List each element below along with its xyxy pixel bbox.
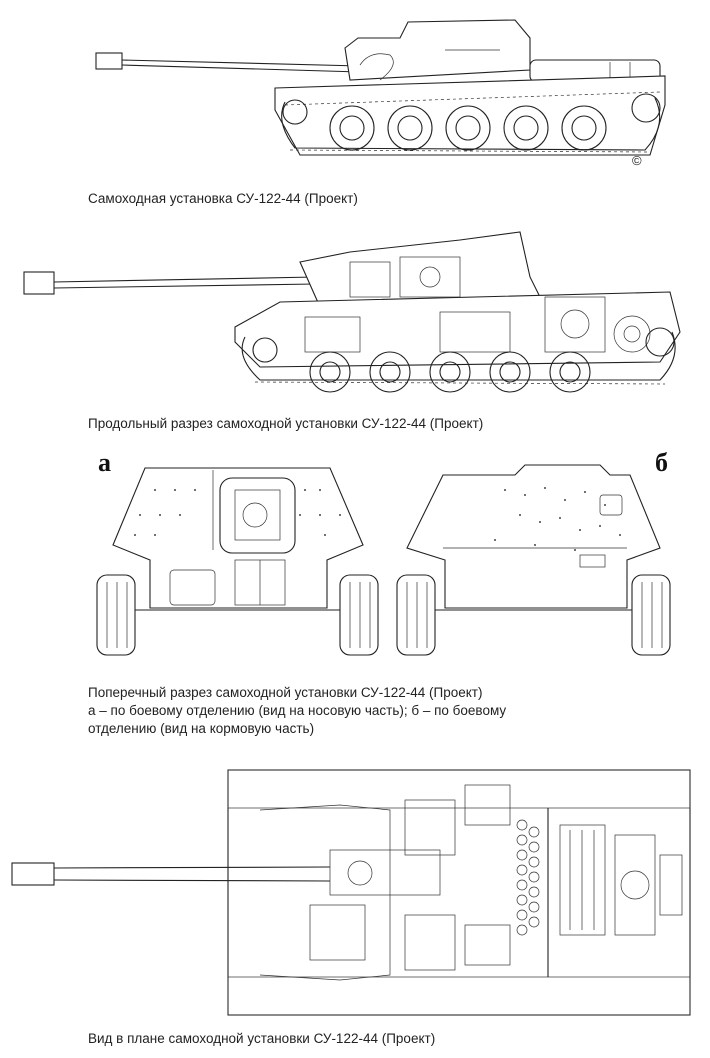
- side-view-drawing: [90, 10, 680, 185]
- longitudinal-section-caption: Продольный разрез самоходной установки С…: [88, 416, 484, 431]
- side-view-caption: Самоходная установка СУ-122-44 (Проект): [88, 191, 358, 206]
- cross-section-caption-line-2: а – по боевому отделению (вид на носовую…: [88, 703, 507, 718]
- label-a: а: [98, 448, 111, 477]
- artist-mark: ©: [632, 153, 642, 168]
- cross-section-caption-line-1: Поперечный разрез самоходной установки С…: [88, 685, 483, 700]
- cross-section-a-drawing: [95, 460, 385, 660]
- plan-view-caption: Вид в плане самоходной установки СУ-122-…: [88, 1031, 436, 1046]
- label-b: б: [655, 448, 668, 477]
- cross-section-caption-line-3: отделению (вид на кормовую часть): [88, 721, 315, 736]
- longitudinal-section-drawing: [20, 222, 690, 402]
- cross-section-b-drawing: [395, 460, 675, 660]
- plan-view-drawing: [10, 765, 695, 1020]
